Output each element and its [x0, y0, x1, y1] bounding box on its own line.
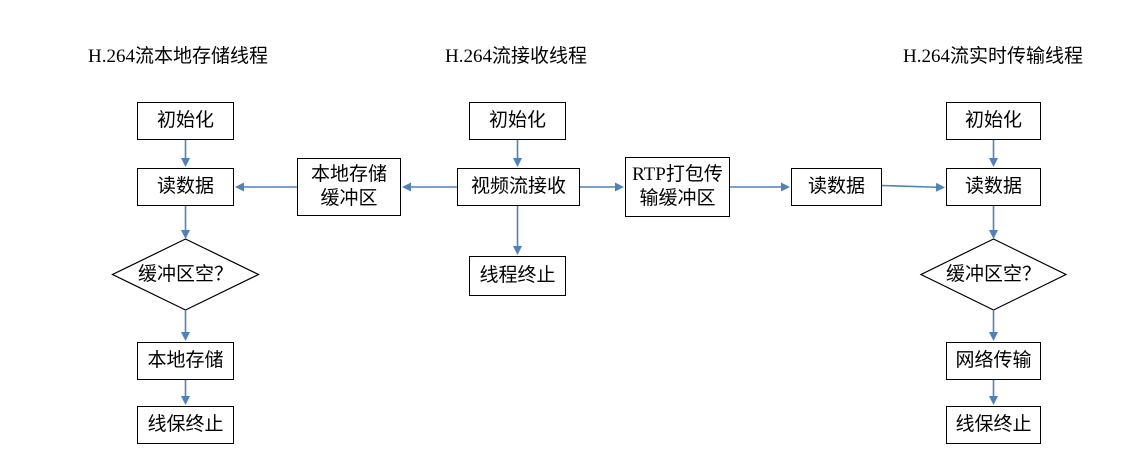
arrow-head — [235, 182, 244, 192]
transmit-end-box: 线保终止 — [946, 406, 1041, 444]
arrow-head — [989, 332, 998, 341]
receive-thread-title: H.264流接收线程 — [445, 46, 587, 67]
storage-read-box: 读数据 — [137, 168, 234, 206]
arrow-head — [989, 396, 998, 405]
arrow-head — [989, 230, 998, 239]
rtp-buffer-line-2: 输缓冲区 — [639, 188, 716, 209]
video-stream-receive-box: 视频流接收 — [457, 168, 580, 206]
storage-end-box: 线保终止 — [137, 406, 234, 444]
local-buffer-line-2: 缓冲区 — [320, 188, 378, 209]
receive-end-label: 线程终止 — [479, 265, 556, 286]
arrow-storage-init-to-read — [181, 140, 190, 167]
arrow-head — [989, 158, 998, 167]
network-transmit-label: 网络传输 — [955, 350, 1032, 371]
network-transmit-box: 网络传输 — [946, 342, 1041, 380]
rtp-buffer-line-1: RTP打包传 — [632, 164, 723, 185]
arrow-transmit-read-to-check — [989, 206, 998, 239]
transmit-init-box: 初始化 — [946, 102, 1041, 140]
transmit-read-label: 读数据 — [964, 176, 1022, 197]
storage-end-label: 线保终止 — [147, 414, 224, 435]
arrow-head — [513, 158, 522, 167]
arrow-local-buffer-to-storage-read — [235, 182, 297, 192]
storage-init-label: 初始化 — [156, 110, 214, 131]
arrow-transmit-check-to-send — [989, 310, 998, 341]
receive-init-label: 初始化 — [488, 110, 546, 131]
transmit-init-label: 初始化 — [964, 110, 1022, 131]
arrow-head — [935, 182, 945, 192]
arrow-receive-to-end — [513, 206, 522, 255]
arrow-receive-init-to-receive — [513, 140, 522, 167]
local-storage-buffer-box: 本地存储 缓冲区 — [297, 158, 401, 216]
video-stream-receive-label: 视频流接收 — [470, 176, 566, 197]
arrow-receive-to-rtp-buffer — [580, 182, 624, 192]
arrow-head — [181, 396, 190, 405]
rtp-read-label: 读数据 — [807, 176, 865, 197]
arrow-storage-read-to-check — [181, 206, 190, 239]
storage-read-label: 读数据 — [156, 176, 214, 197]
arrow-storage-store-to-end — [181, 380, 190, 405]
rtp-buffer-box: RTP打包传 输缓冲区 — [625, 157, 730, 217]
arrow-head — [615, 182, 624, 192]
arrow-head — [781, 182, 790, 192]
transmit-end-label: 线保终止 — [955, 414, 1032, 435]
arrow-head — [181, 230, 190, 239]
arrow-head — [513, 246, 522, 255]
receive-init-box: 初始化 — [469, 102, 566, 140]
arrow-head — [181, 158, 190, 167]
arrow-transmit-init-to-read — [989, 140, 998, 167]
arrow-shaft — [881, 184, 938, 189]
storage-init-box: 初始化 — [137, 102, 234, 140]
rtp-read-box: 读数据 — [791, 168, 882, 206]
transmit-check-label: 缓冲区空？ — [945, 263, 1041, 285]
storage-store-label: 本地存储 — [147, 350, 224, 371]
transmit-read-box: 读数据 — [946, 168, 1041, 206]
arrow-rtp-buffer-to-read — [730, 182, 790, 192]
storage-thread-title: H.264流本地存储线程 — [88, 46, 268, 67]
arrow-head — [402, 182, 411, 192]
arrow-transmit-send-to-end — [989, 380, 998, 405]
arrow-receive-to-local-buffer — [402, 182, 457, 192]
receive-end-box: 线程终止 — [469, 256, 566, 296]
local-buffer-line-1: 本地存储 — [310, 164, 387, 185]
storage-check-label: 缓冲区空？ — [137, 263, 233, 285]
arrow-storage-check-to-store — [181, 310, 190, 341]
storage-store-box: 本地存储 — [137, 342, 234, 380]
arrow-rtp-read-to-transmit-read — [881, 182, 945, 192]
arrow-head — [181, 332, 190, 341]
transmit-thread-title: H.264流实时传输线程 — [903, 46, 1083, 67]
